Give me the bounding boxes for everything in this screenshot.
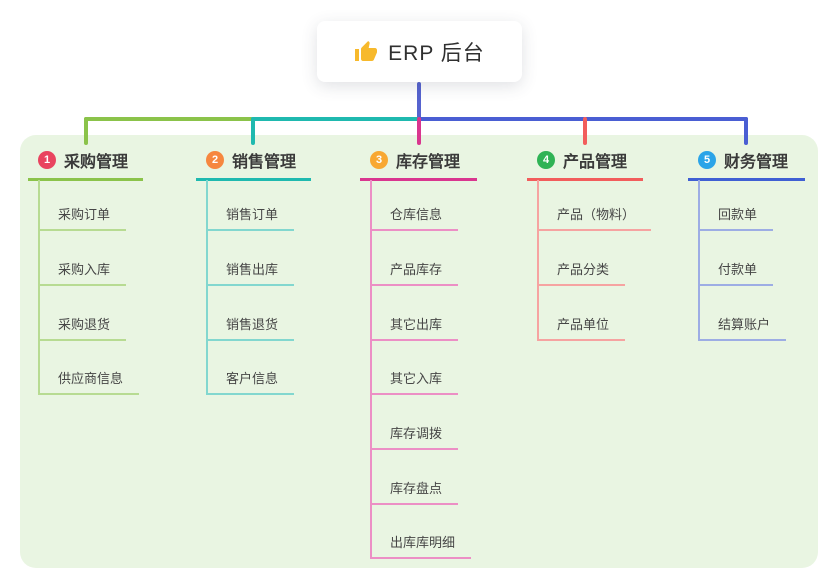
branch-number-badge: 2: [206, 151, 224, 169]
branch3-spine: [370, 180, 372, 559]
branch1-spine: [38, 180, 40, 395]
branch-title-finance[interactable]: 5 财务管理: [688, 150, 805, 181]
connector-bus-mid: [251, 117, 419, 121]
node-stock-check[interactable]: 库存盘点: [370, 480, 459, 505]
node-supplier-info[interactable]: 供应商信息: [38, 370, 140, 395]
branch-number-badge: 1: [38, 151, 56, 169]
branch5-spine: [698, 180, 700, 341]
node-stock-transfer[interactable]: 库存调拨: [370, 425, 459, 450]
node-product-stock[interactable]: 产品库存: [370, 261, 459, 286]
connector-drop-branch4: [583, 117, 587, 145]
node-sales-order[interactable]: 销售订单: [206, 206, 295, 231]
node-customer-info[interactable]: 客户信息: [206, 370, 295, 395]
branch-number-badge: 5: [698, 151, 716, 169]
mindmap-background-panel: [20, 135, 818, 568]
branch-title-inventory[interactable]: 3 库存管理: [360, 150, 477, 181]
connector-drop-branch5: [744, 117, 748, 145]
branch-title-label: 产品管理: [563, 154, 628, 171]
connector-root-stem: [417, 82, 421, 121]
node-payment-doc[interactable]: 付款单: [698, 261, 774, 286]
branch-title-sales[interactable]: 2 销售管理: [196, 150, 311, 181]
node-outbound-detail[interactable]: 出库库明细: [370, 534, 472, 559]
node-product-unit[interactable]: 产品单位: [537, 316, 626, 341]
branch-title-label: 采购管理: [64, 154, 129, 171]
node-product-category[interactable]: 产品分类: [537, 261, 626, 286]
branch-title-label: 销售管理: [232, 154, 297, 171]
connector-drop-branch1: [84, 117, 88, 145]
branch2-spine: [206, 180, 208, 395]
node-receipt-doc[interactable]: 回款单: [698, 206, 774, 231]
node-purchase-order[interactable]: 采购订单: [38, 206, 127, 231]
connector-bus-left: [84, 117, 253, 121]
node-sales-outbound[interactable]: 销售出库: [206, 261, 295, 286]
root-node[interactable]: ERP 后台: [317, 21, 522, 82]
branch-title-label: 库存管理: [396, 154, 461, 171]
node-purchase-inbound[interactable]: 采购入库: [38, 261, 127, 286]
root-node-label: ERP 后台: [388, 41, 485, 65]
node-settlement-account[interactable]: 结算账户: [698, 316, 787, 341]
node-other-outbound[interactable]: 其它出库: [370, 316, 459, 341]
branch-title-product[interactable]: 4 产品管理: [527, 150, 643, 181]
connector-drop-branch2: [251, 117, 255, 145]
thumbs-up-icon: [354, 40, 378, 64]
node-sales-return[interactable]: 销售退货: [206, 316, 295, 341]
node-warehouse-info[interactable]: 仓库信息: [370, 206, 459, 231]
connector-drop-branch3: [417, 117, 421, 145]
branch4-spine: [537, 180, 539, 341]
node-purchase-return[interactable]: 采购退货: [38, 316, 127, 341]
branch-number-badge: 3: [370, 151, 388, 169]
node-other-inbound[interactable]: 其它入库: [370, 370, 459, 395]
branch-title-label: 财务管理: [724, 154, 789, 171]
branch-number-badge: 4: [537, 151, 555, 169]
branch-title-purchase[interactable]: 1 采购管理: [28, 150, 143, 181]
node-product-material[interactable]: 产品（物料）: [537, 206, 652, 231]
